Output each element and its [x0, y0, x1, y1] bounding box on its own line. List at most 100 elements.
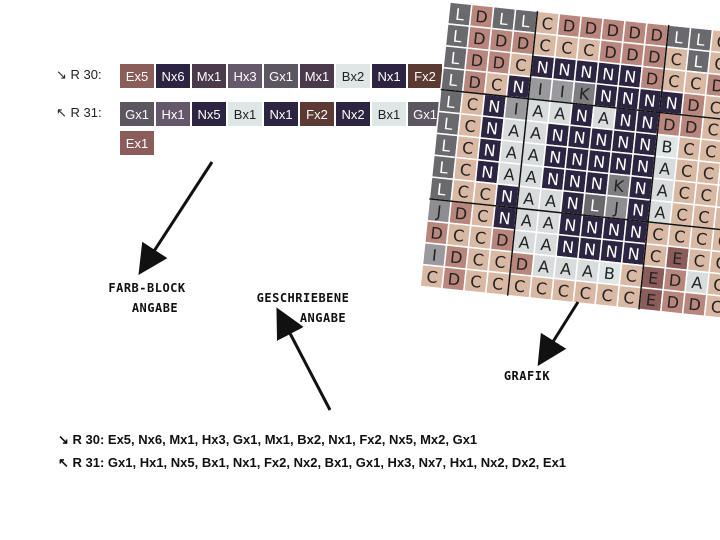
grid-cell-letter: C	[538, 36, 551, 56]
grid-cell-letter: D	[562, 16, 576, 36]
grid-cell-letter: N	[621, 89, 635, 109]
grid-cell-letter: N	[607, 220, 621, 240]
grid-cell-letter: D	[686, 95, 700, 115]
grid-cell-letter: C	[491, 274, 504, 294]
color-block: Mx1	[300, 64, 334, 88]
color-block: Gx1	[408, 102, 442, 126]
written-row-31: ↖ R 31: Gx1, Hx1, Nx5, Bx1, Nx1, Fx2, Nx…	[58, 455, 567, 470]
grid-cell-letter: A	[544, 191, 557, 211]
grid-cell-letter: C	[582, 40, 595, 60]
grid-cell-letter: A	[654, 203, 667, 223]
grid-cell-letter: N	[614, 154, 628, 174]
grid-cell-letter: A	[540, 235, 553, 255]
grid-cell-letter: B	[603, 264, 616, 284]
grid-cell-letter: C	[494, 252, 507, 272]
grid-cell-letter: C	[704, 142, 717, 162]
grid-cell-letter: C	[461, 138, 474, 158]
grid-cell-letter: D	[472, 29, 486, 49]
color-block: Fx2	[408, 64, 442, 88]
grid-cell-letter: C	[715, 253, 720, 273]
grid-cell-letter: C	[713, 54, 720, 74]
grid-cell-letter: N	[536, 57, 550, 77]
row-31-label: ↖ R 31:	[56, 105, 102, 120]
grid-cell-letter: C	[625, 266, 638, 286]
grid-cell-letter: N	[594, 130, 608, 150]
color-block-row-31-overflow: Ex1	[120, 131, 154, 155]
grid-cell-letter: N	[570, 150, 584, 170]
grid-cell-letter: N	[601, 64, 615, 84]
grid-cell-letter: C	[651, 224, 664, 244]
grid-cell-letter: D	[454, 204, 468, 224]
grid-cell-letter: C	[673, 227, 686, 247]
color-block: Nx6	[156, 64, 190, 88]
color-block: Hx3	[228, 64, 262, 88]
grid-cell-letter: I	[431, 246, 438, 265]
color-block: Bx2	[336, 64, 370, 88]
arrow-grafik	[537, 301, 580, 367]
grid-cell-letter: N	[629, 222, 643, 242]
farb-block-label: FARB-BLOCK ANGABE	[108, 281, 186, 315]
grid-cell-letter: N	[590, 174, 604, 194]
grid-cell-letter: C	[717, 231, 720, 251]
grid-cell-letter: D	[516, 33, 530, 53]
color-block: Nx2	[336, 102, 370, 126]
grid-cell-letter: D	[584, 18, 598, 38]
grid-cell-letter: I	[559, 82, 566, 101]
grid-cell-letter: L	[445, 92, 456, 112]
grid-cell-letter: C	[474, 228, 487, 248]
color-block: Nx1	[372, 64, 406, 88]
arrow-geschriebene	[276, 307, 332, 411]
grid-cell-letter: C	[479, 184, 492, 204]
grid-cell-letter: N	[636, 156, 650, 176]
grid-cell-letter: A	[658, 159, 671, 179]
grid-cell-letter: C	[560, 38, 573, 58]
grid-cell-letter: N	[546, 169, 560, 189]
grid-cell-letter: J	[435, 202, 443, 221]
grid-cell-letter: J	[612, 198, 620, 217]
grid-cell-letter: D	[625, 45, 639, 65]
grid-cell-letter: A	[503, 165, 516, 185]
grid-cell-letter: D	[515, 254, 529, 274]
color-block: Nx1	[264, 102, 298, 126]
grid-cell-letter: C	[490, 75, 503, 95]
grid-cell-letter: C	[601, 286, 614, 306]
grid-cell-letter: C	[716, 32, 720, 52]
color-block: Ex5	[120, 64, 154, 88]
grid-cell-letter: C	[670, 49, 683, 69]
grid-cell-letter: C	[513, 276, 526, 296]
grid-cell-letter: C	[541, 14, 554, 34]
grid-cell-letter: D	[492, 53, 506, 73]
grid-cell-letter: N	[568, 171, 582, 191]
grid-cell-letter: C	[535, 279, 548, 299]
grid-cell-letter: L	[520, 12, 531, 32]
grid-cell-letter: C	[712, 275, 720, 295]
grid-cell-letter: L	[452, 27, 463, 47]
grid-cell-letter: N	[558, 60, 572, 80]
grid-cell-letter: L	[589, 196, 600, 216]
grid-cell-letter: D	[449, 247, 463, 267]
grid-cell	[717, 162, 720, 189]
grid-divider	[440, 88, 720, 123]
grid-cell-letter: N	[500, 186, 514, 206]
grid-cell-letter: L	[441, 136, 452, 156]
grid-cell-letter: L	[438, 158, 449, 178]
grid-cell-letter: A	[522, 189, 535, 209]
grid-cell-letter: C	[452, 226, 465, 246]
grid-cell-letter: N	[592, 152, 606, 172]
grid-cell-letter: N	[631, 200, 645, 220]
written-row-30: ↘ R 30: Ex5, Nx6, Mx1, Hx3, Gx1, Mx1, Bx…	[58, 432, 478, 447]
grid-cell-letter: C	[466, 94, 479, 114]
grid-cell-letter: A	[505, 143, 518, 163]
grid-cell-letter: D	[688, 295, 702, 315]
grid-cell-letter: A	[527, 145, 540, 165]
grid-cell-letter: L	[436, 180, 447, 200]
grid-cell-letter: D	[668, 270, 682, 290]
grid-cell-letter: C	[459, 160, 472, 180]
grafik-label: GRAFIK	[503, 369, 551, 383]
grid-cell-letter: C	[557, 281, 570, 301]
grid-cell-letter: N	[627, 244, 641, 264]
